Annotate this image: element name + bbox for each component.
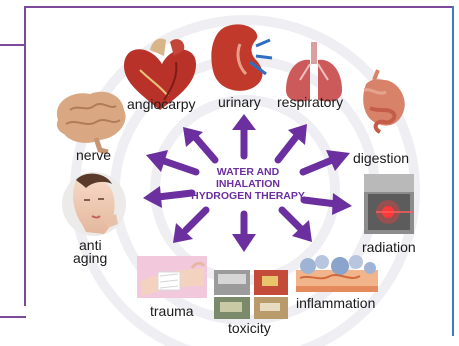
arrow-inflammation — [282, 210, 312, 242]
label-nerve: nerve — [76, 148, 111, 162]
arrow-respiratory — [278, 124, 307, 160]
inflammation-cells-icon — [296, 255, 378, 292]
radiation-laser-icon — [364, 174, 414, 234]
bandaged-arm-icon — [137, 256, 207, 298]
woman-face-icon — [62, 172, 126, 236]
label-toxicity: toxicity — [228, 321, 271, 335]
label-respiratory: respiratory — [277, 95, 343, 109]
label-urinary: urinary — [218, 95, 261, 109]
therapy-title-line2: INHALATION — [178, 178, 318, 190]
lungs-icon — [286, 42, 342, 102]
arrow-toxicity — [232, 214, 256, 252]
label-aging: aging — [73, 251, 107, 265]
label-trauma: trauma — [150, 304, 194, 318]
arrow-urinary — [232, 114, 256, 156]
therapy-title-line3: HYDROGEN THERAPY — [178, 190, 318, 202]
label-inflammation: inflammation — [296, 296, 375, 310]
arrow-angiocarpy — [183, 127, 215, 160]
arrow-trauma — [173, 210, 206, 243]
label-angiocarpy: angiocarpy — [127, 97, 196, 111]
label-radiation: radiation — [362, 240, 416, 254]
therapy-title: WATER AND INHALATION HYDROGEN THERAPY — [178, 166, 318, 202]
therapy-title-line1: WATER AND — [178, 166, 318, 178]
brain-icon — [57, 92, 126, 152]
label-digestion: digestion — [353, 151, 409, 165]
kidney-icon — [211, 24, 272, 90]
